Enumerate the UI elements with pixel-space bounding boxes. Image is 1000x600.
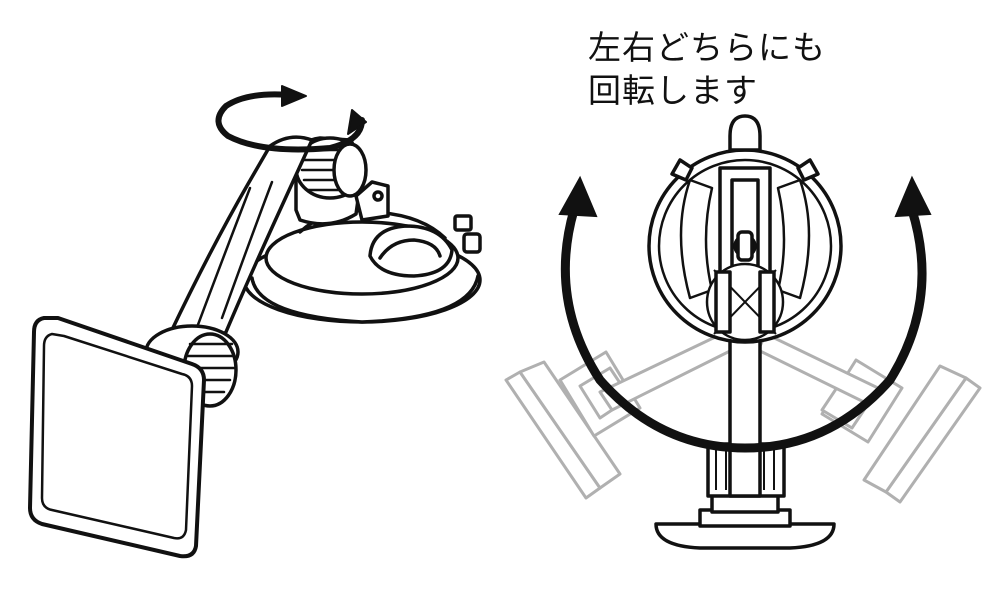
ghost-tilted-left bbox=[504, 328, 742, 500]
front-base bbox=[654, 522, 836, 550]
upright-holder bbox=[647, 114, 843, 550]
suction-cup-base bbox=[242, 208, 482, 324]
rotation-caption: 左右どちらにも 回転します bbox=[588, 26, 888, 112]
curved-arrow-left-icon bbox=[558, 175, 598, 218]
curved-arrow-arc bbox=[560, 208, 927, 453]
swing-arrow bbox=[558, 175, 932, 453]
holder-perspective-view bbox=[28, 85, 482, 559]
curved-arrow-right-icon bbox=[894, 175, 932, 218]
upper-knob bbox=[294, 136, 368, 200]
holder-front-view bbox=[504, 114, 982, 550]
ghost-tilted-right bbox=[756, 332, 982, 504]
caption-line-2: 回転します bbox=[588, 71, 758, 110]
caption-line-1: 左右どちらにも bbox=[588, 28, 826, 67]
rotate-horizontal-arrow-icon bbox=[215, 85, 367, 153]
mount-plate bbox=[28, 316, 206, 559]
